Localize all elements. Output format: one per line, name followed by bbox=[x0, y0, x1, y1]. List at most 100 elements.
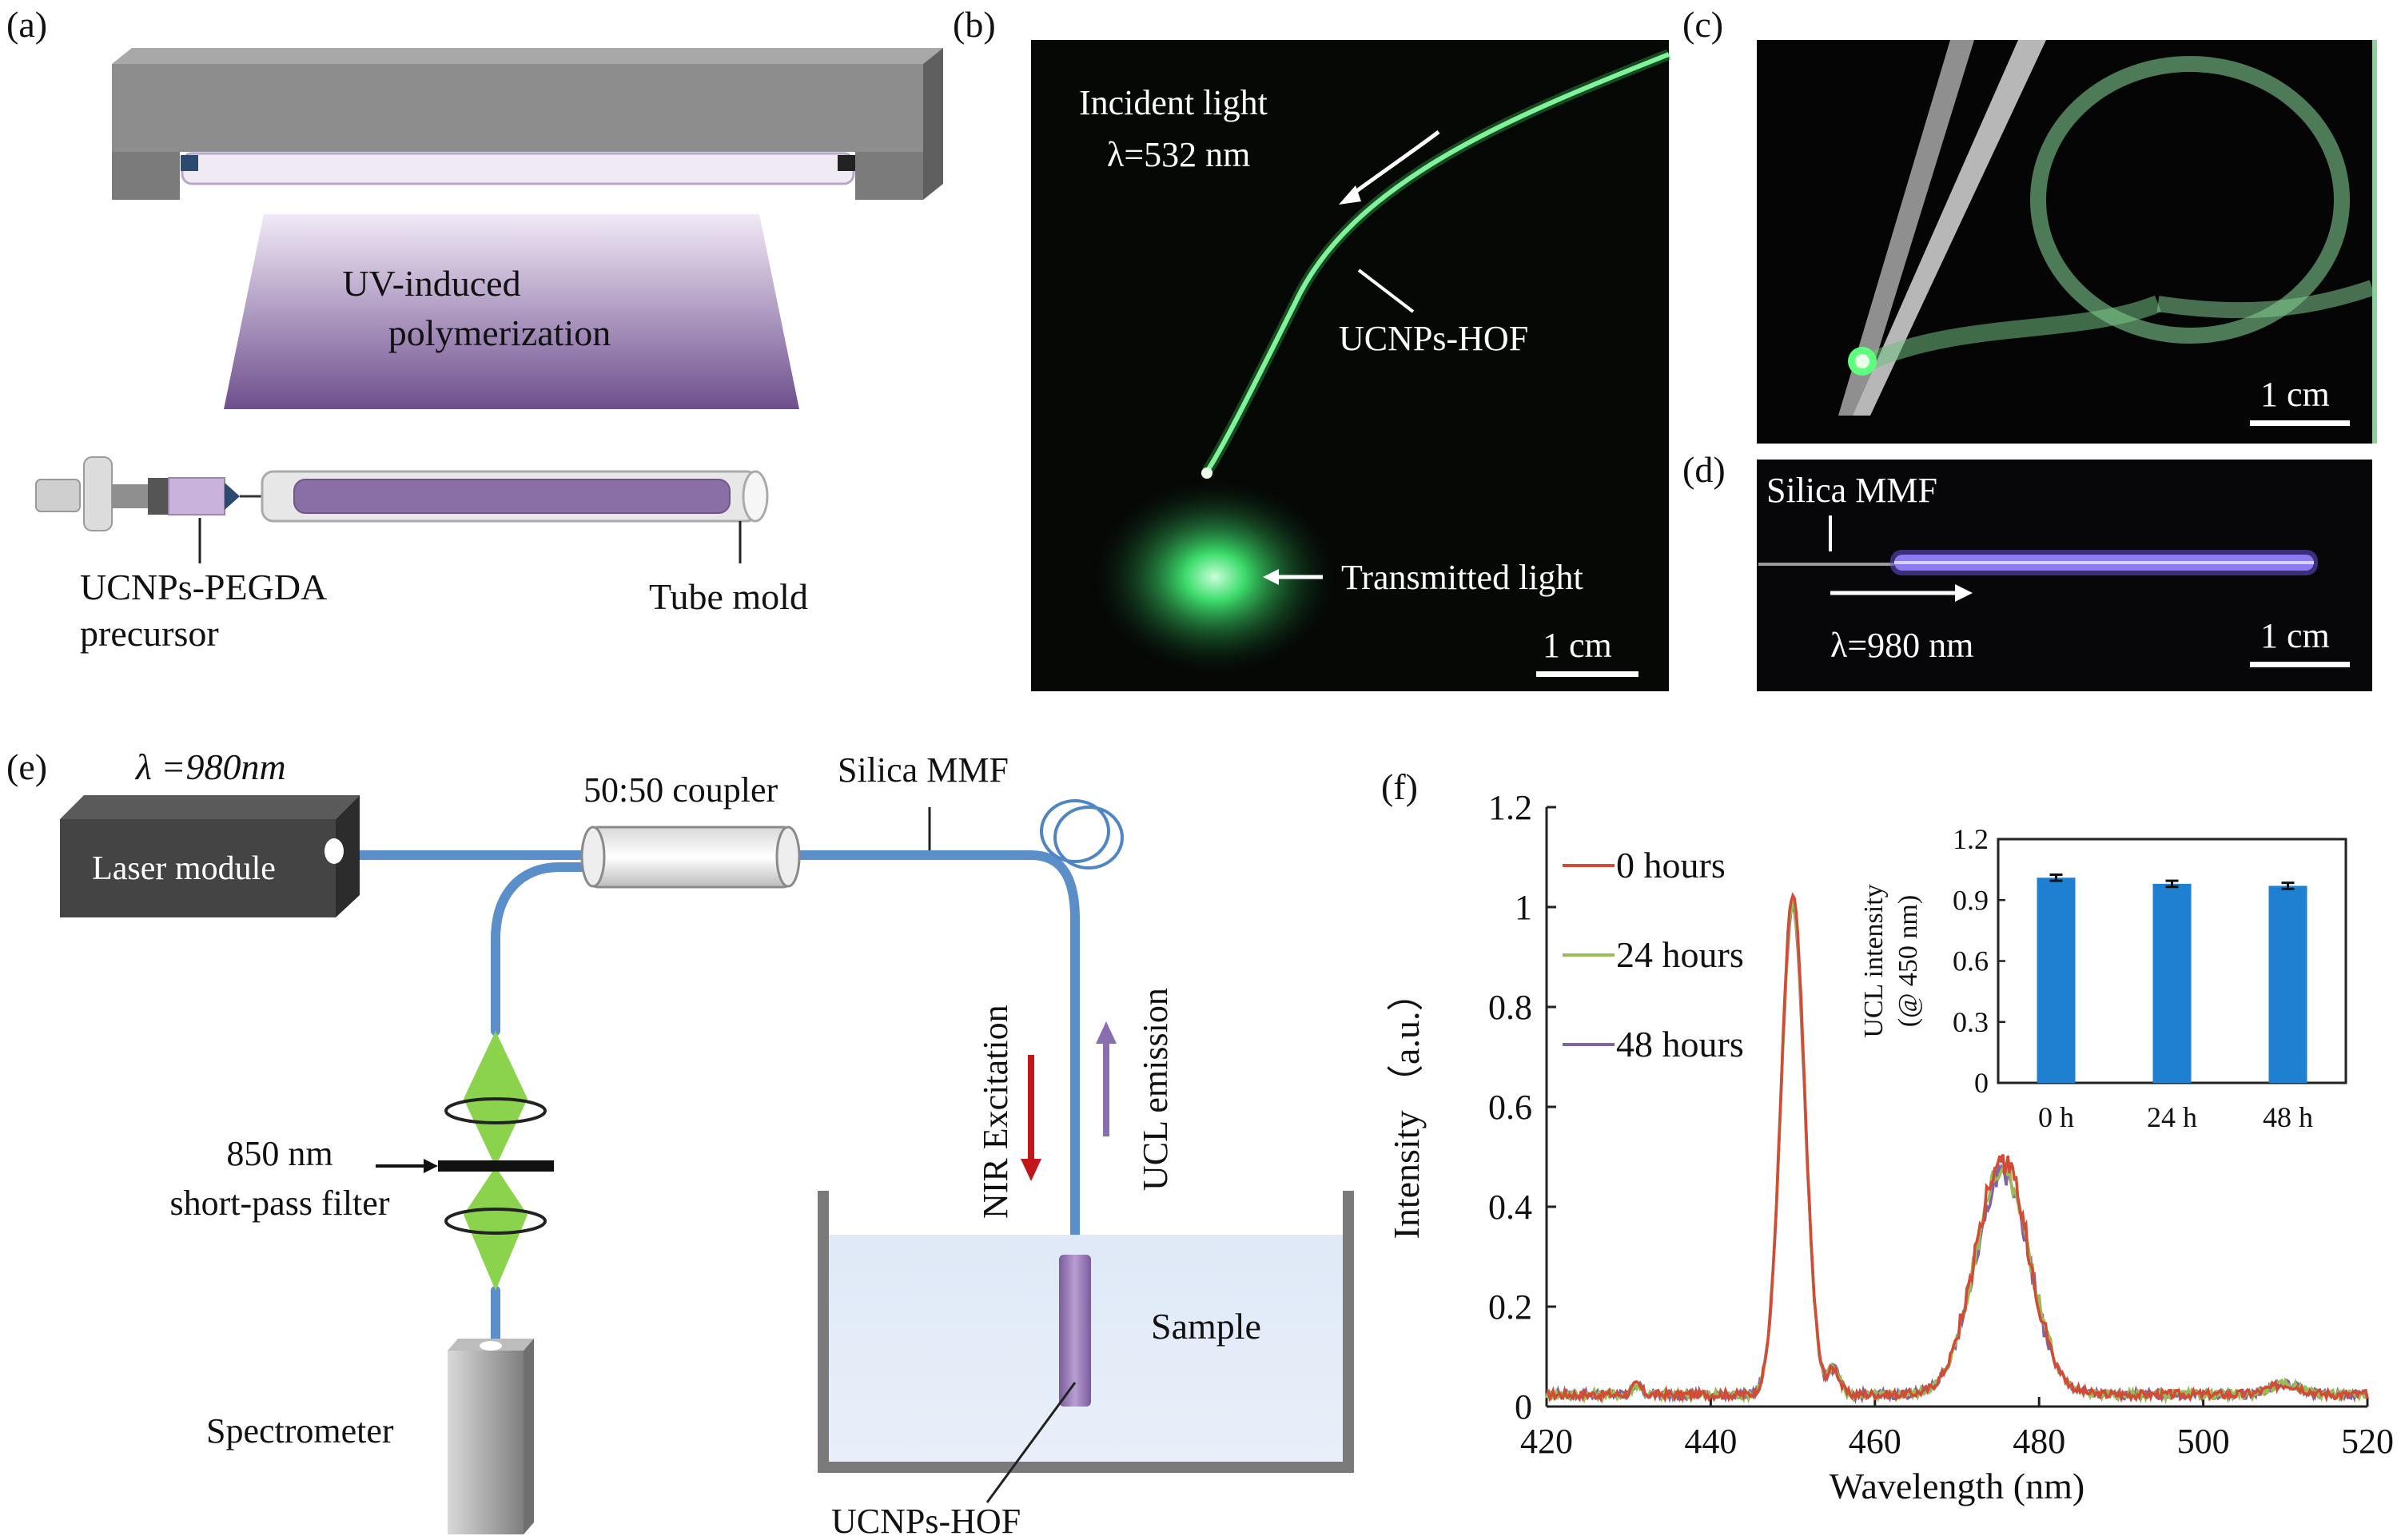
hof-label-e: UCNPs-HOF bbox=[831, 1502, 1021, 1540]
panel-d: (d) Silica MMF λ=980 nm 1 cm bbox=[1682, 449, 2372, 691]
panel-e: (e) λ =980nm Laser module 5 bbox=[6, 746, 1354, 1540]
uv-light-cone bbox=[224, 214, 799, 409]
hof-fiber bbox=[1204, 52, 1670, 473]
bar-48h bbox=[2268, 885, 2307, 1083]
y-tick-label: 0.4 bbox=[1488, 1188, 1532, 1227]
hof-label: UCNPs-HOF bbox=[1339, 319, 1528, 358]
nir-excitation-label: NIR Excitation bbox=[976, 1005, 1015, 1219]
wavelength-label-d: λ=980 nm bbox=[1830, 626, 1973, 665]
y-tick-label: 0.8 bbox=[1488, 988, 1532, 1027]
series-line bbox=[1546, 892, 2369, 1404]
laser-wavelength-label: λ =980nm bbox=[134, 746, 286, 787]
panel-label-b: (b) bbox=[953, 4, 996, 45]
silica-mmf-label-d: Silica MMF bbox=[1766, 471, 1937, 510]
inset-y-title-line2: (@ 450 nm) bbox=[1893, 895, 1923, 1027]
scale-label-b: 1 cm bbox=[1543, 626, 1612, 665]
coupler bbox=[580, 826, 801, 889]
inset-y-tick-label: 0.3 bbox=[1953, 1006, 1989, 1038]
inset-y-tick-label: 1.2 bbox=[1953, 823, 1989, 855]
scale-label-d: 1 cm bbox=[2260, 616, 2330, 655]
x-tick-label: 420 bbox=[1520, 1422, 1573, 1461]
x-axis-title: Wavelength (nm) bbox=[1830, 1466, 2084, 1506]
y-tick-label: 1.2 bbox=[1488, 788, 1532, 827]
panel-c: (c) 1 cm bbox=[1682, 4, 2377, 444]
panel-f: (f) 420 440 460 480 500 520 0 0.2 0.4 0.6 0.8 1 1.2W… bbox=[1381, 766, 2394, 1506]
uv-label-line2: polymerization bbox=[388, 312, 611, 353]
ucnps-hof-probe bbox=[1059, 1255, 1091, 1407]
tweezer-left bbox=[1838, 40, 1974, 416]
y-tick-label: 1 bbox=[1515, 888, 1532, 927]
scale-bar-b bbox=[1536, 671, 1638, 677]
x-tick-label: 480 bbox=[2013, 1422, 2065, 1461]
x-tick-label: 500 bbox=[2177, 1422, 2230, 1461]
fiber-tip bbox=[1201, 468, 1212, 479]
inset-y-tick-label: 0.6 bbox=[1953, 945, 1989, 977]
main-spectrum-chart: 420 440 460 480 500 520 0 0.2 0.4 0.6 0.8 1 1.2Wavel… bbox=[1386, 788, 2394, 1506]
scale-bar-d bbox=[2250, 662, 2350, 667]
incident-light-line2: λ=532 nm bbox=[1107, 135, 1250, 174]
y-axis-title: Intensity （a.u.） bbox=[1386, 975, 1427, 1240]
x-tick-label: 460 bbox=[1849, 1422, 1901, 1461]
inset-category-label: 48 h bbox=[2263, 1101, 2313, 1133]
incident-light-line1: Incident light bbox=[1079, 83, 1268, 122]
inset-category-label: 24 h bbox=[2147, 1101, 2197, 1133]
incident-arrow-head bbox=[1339, 185, 1361, 205]
lens-bottom bbox=[444, 1208, 547, 1235]
hof-pointer bbox=[1357, 269, 1415, 313]
ucl-emission-label: UCL emission bbox=[1136, 988, 1175, 1191]
bar-24h bbox=[2152, 883, 2192, 1083]
loop-fiber-end bbox=[2156, 280, 2375, 319]
panel-label-d: (d) bbox=[1682, 449, 1726, 490]
uv-lamp-housing bbox=[112, 48, 943, 200]
tweezer-right bbox=[1853, 40, 2046, 416]
short-pass-filter bbox=[438, 1160, 554, 1172]
tube-mold-label: Tube mold bbox=[649, 576, 808, 617]
silica-mmf-label-e: Silica MMF bbox=[838, 750, 1009, 790]
panel-label-a: (a) bbox=[6, 4, 47, 45]
nir-arrow-head bbox=[1021, 1159, 1041, 1181]
x-tick-label: 440 bbox=[1684, 1422, 1737, 1461]
uv-label-line1: UV-induced bbox=[342, 263, 520, 304]
direction-arrow-head-d bbox=[1955, 584, 1973, 602]
photo-c-edge bbox=[2372, 40, 2377, 444]
panel-b: (b) Incident light λ=532 nm UCNPs-HOF Tr… bbox=[953, 4, 1671, 691]
laser-module bbox=[60, 795, 360, 917]
transmitted-light-spot bbox=[1095, 481, 1335, 673]
filter-label-line1: 850 nm bbox=[226, 1134, 332, 1173]
panel-label-f: (f) bbox=[1381, 766, 1418, 807]
filter-pointer-head bbox=[424, 1159, 438, 1173]
lens-top bbox=[444, 1097, 547, 1124]
sample-label: Sample bbox=[1151, 1306, 1261, 1347]
transmitted-light-label: Transmitted light bbox=[1341, 558, 1583, 597]
inset-y-tick-label: 0 bbox=[1974, 1067, 1989, 1099]
coupler-label: 50:50 coupler bbox=[583, 770, 778, 810]
fiber-paths bbox=[347, 850, 1080, 1347]
inset-category-label: 0 h bbox=[2038, 1101, 2074, 1133]
legend-label: 48 hours bbox=[1616, 1024, 1744, 1064]
x-tick-label: 520 bbox=[2341, 1422, 2394, 1461]
y-tick-label: 0 bbox=[1515, 1387, 1532, 1427]
spectrometer bbox=[448, 1339, 534, 1534]
panel-label-e: (e) bbox=[6, 746, 47, 787]
transmitted-arrow-head bbox=[1263, 569, 1279, 585]
inset-y-title-line1: UCL intensity bbox=[1859, 884, 1889, 1037]
beam-bottom bbox=[464, 1167, 528, 1291]
precursor-label-line1: UCNPs-PEGDA bbox=[80, 567, 327, 607]
y-tick-label: 0.2 bbox=[1488, 1287, 1532, 1327]
hof-pointer-e bbox=[985, 1382, 1077, 1503]
filter-label-line2: short-pass filter bbox=[170, 1184, 390, 1223]
inset-bar-chart: 0 0.3 0.6 0.9 1.2 0 h 24 h 48 h UCL intensity(@ … bbox=[1859, 823, 2347, 1133]
green-tip bbox=[1855, 354, 1869, 368]
panel-label-c: (c) bbox=[1682, 4, 1723, 45]
inset-y-tick-label: 0.9 bbox=[1953, 884, 1989, 916]
ucl-arrow-head bbox=[1096, 1021, 1117, 1044]
panel-a: (a) UV-induced polymerization bbox=[6, 4, 943, 654]
fiber-coil bbox=[1040, 799, 1124, 869]
legend-label: 24 hours bbox=[1616, 934, 1744, 975]
loop-fiber bbox=[2030, 56, 2350, 344]
precursor-label-line2: precursor bbox=[80, 613, 219, 654]
y-tick-label: 0.6 bbox=[1488, 1088, 1532, 1127]
scale-label-c: 1 cm bbox=[2260, 375, 2330, 414]
spectrometer-label: Spectrometer bbox=[206, 1411, 394, 1450]
